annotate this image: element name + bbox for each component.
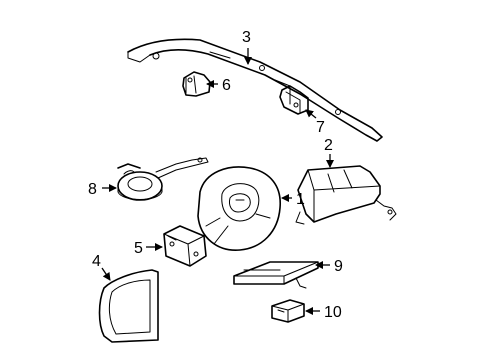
airbag-control-module-part bbox=[163, 225, 207, 267]
callout-1: 1 bbox=[296, 191, 305, 208]
callout-4: 4 bbox=[92, 253, 101, 270]
callout-5: 5 bbox=[134, 240, 143, 257]
callout-2: 2 bbox=[324, 137, 333, 154]
callout-8: 8 bbox=[88, 181, 97, 198]
callout-7: 7 bbox=[316, 119, 325, 136]
passenger-airbag-part bbox=[295, 165, 397, 225]
leader-4 bbox=[101, 267, 111, 281]
curtain-airbag-part bbox=[127, 38, 383, 142]
clockspring-part bbox=[117, 157, 209, 201]
impact-sensor-part bbox=[271, 299, 305, 323]
callout-9: 9 bbox=[334, 258, 343, 275]
callout-10: 10 bbox=[324, 304, 342, 321]
driver-airbag-part bbox=[197, 166, 281, 251]
callout-3: 3 bbox=[242, 29, 251, 46]
side-airbag-part bbox=[98, 269, 159, 343]
callout-6: 6 bbox=[222, 77, 231, 94]
knee-airbag-part bbox=[233, 261, 319, 289]
leader-7 bbox=[305, 109, 317, 119]
upper-sensor-bracket-part bbox=[182, 71, 211, 97]
